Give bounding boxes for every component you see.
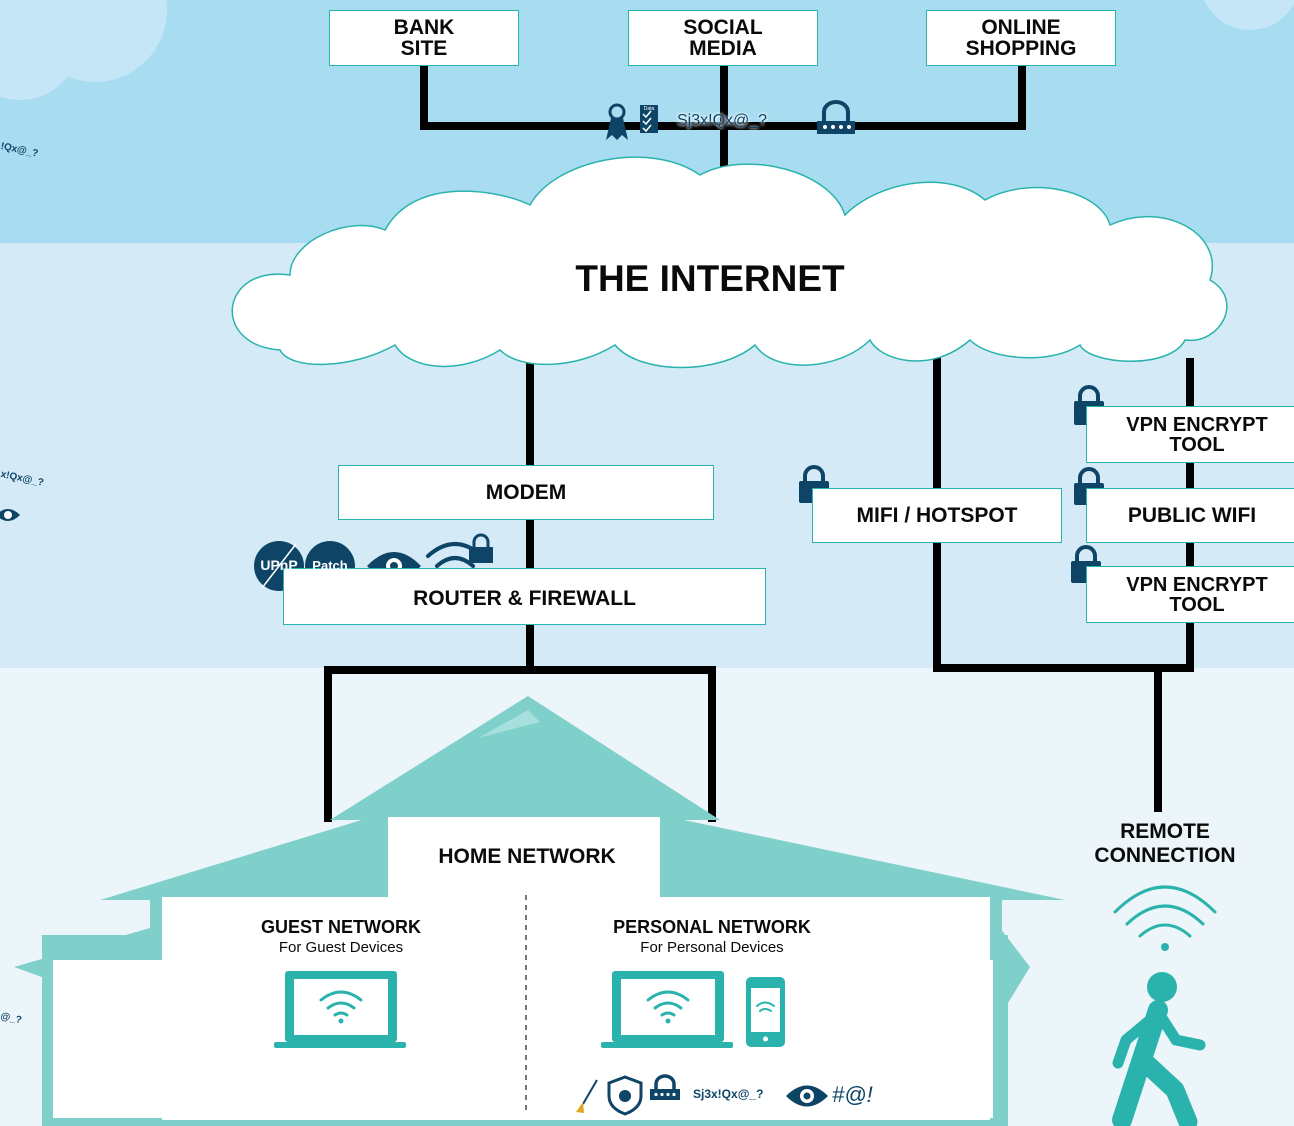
mifi-hotspot-box: MIFI / HOTSPOT xyxy=(812,488,1062,543)
guest-network-subtitle: For Guest Devices xyxy=(278,939,404,956)
antivirus-shield-icon xyxy=(607,1075,643,1116)
certificate-icon xyxy=(606,103,628,140)
data-icon-label: Data xyxy=(643,106,655,112)
router-firewall-box: ROUTER & FIREWALL xyxy=(283,568,766,625)
vpn-encrypt-tool-top-box: VPN ENCRYPT TOOL xyxy=(1086,406,1294,463)
edge-eye-icon xyxy=(0,509,20,521)
internet-label: THE INTERNET xyxy=(575,258,845,299)
background-cloud xyxy=(0,0,80,100)
online-shopping-box: ONLINE SHOPPING xyxy=(926,10,1116,66)
remote-connection-label: REMOTE CONNECTION xyxy=(1094,820,1236,867)
bottom-eye-icon xyxy=(786,1085,828,1107)
patch-badge-label: Patch xyxy=(312,558,348,573)
house-graphic xyxy=(14,696,1065,1126)
remote-wifi-icon xyxy=(1113,885,1217,938)
background-cloud xyxy=(1204,0,1294,30)
walking-person-icon xyxy=(1112,972,1206,1126)
vpn-encrypt-tool-bottom-box: VPN ENCRYPT TOOL xyxy=(1086,566,1294,623)
personal-network-subtitle: For Personal Devices xyxy=(640,939,784,956)
guest-network-title: GUEST NETWORK xyxy=(261,917,421,937)
modem-box: MODEM xyxy=(338,465,714,520)
bank-site-box: BANK SITE xyxy=(329,10,519,66)
password-lock-icon xyxy=(817,100,855,134)
wifi-lock-icon xyxy=(469,533,493,563)
upnp-badge-label: UPnP xyxy=(260,557,298,573)
public-wifi-box: PUBLIC WIFI xyxy=(1086,488,1294,543)
password-text: Sj3x!Qx@_? xyxy=(677,112,768,129)
personal-laptop-icon xyxy=(601,971,733,1048)
bottom-lock-icon xyxy=(650,1074,680,1100)
personal-network-title: PERSONAL NETWORK xyxy=(613,917,811,937)
internet-cloud xyxy=(231,156,1228,369)
broom-icon xyxy=(576,1079,598,1113)
bottom-symbols-text: #@! xyxy=(832,1082,873,1107)
remote-wifi-dot xyxy=(1161,943,1169,951)
data-checklist-icon xyxy=(640,105,658,133)
guest-laptop-icon xyxy=(274,971,406,1048)
personal-phone-icon xyxy=(746,977,785,1047)
social-media-box: SOCIAL MEDIA xyxy=(628,10,818,66)
home-network-label: HOME NETWORK xyxy=(438,845,616,868)
bottom-password-text: Sj3x!Qx@_? xyxy=(693,1087,764,1101)
